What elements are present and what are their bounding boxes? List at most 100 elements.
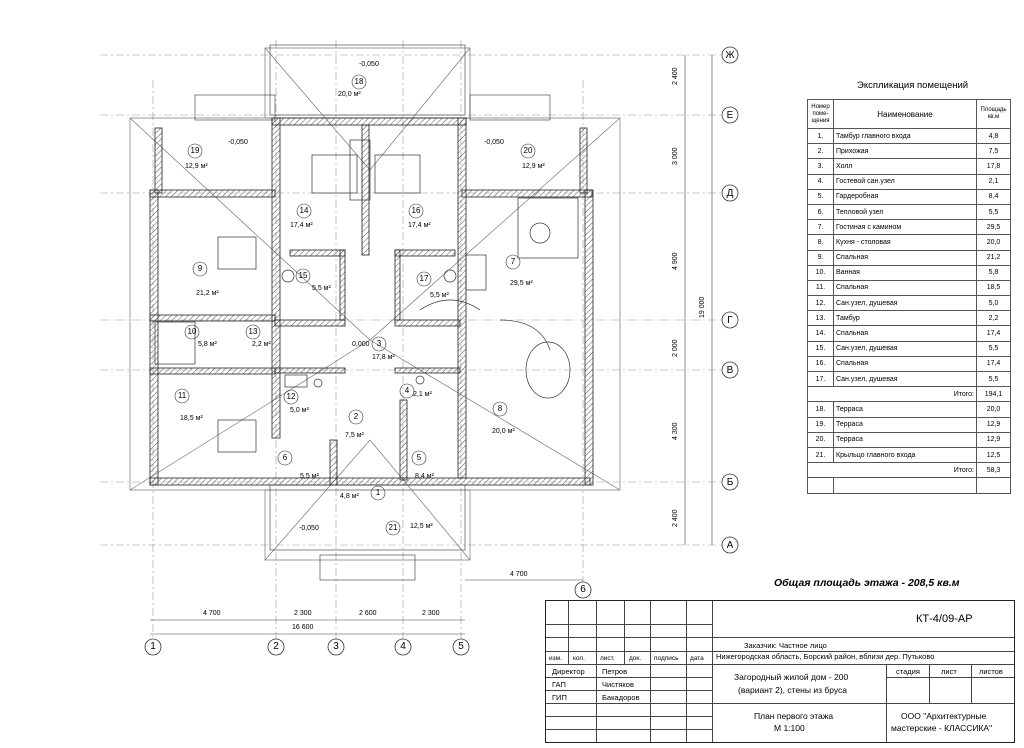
row-num: 19.	[807, 416, 834, 433]
row-area: 12,5	[976, 446, 1011, 464]
row-area: 17,4	[976, 325, 1011, 342]
room-20-level: -0,050	[484, 139, 504, 146]
room-18-num: 18	[354, 77, 364, 86]
room-8-area: 20,0 м²	[492, 428, 515, 435]
axis-label-2: 2	[273, 641, 279, 652]
row-area: 12,9	[976, 416, 1011, 433]
name-gap: Чистяков	[602, 680, 634, 689]
total-value: 58,3	[976, 462, 1011, 479]
room-9-area: 21,2 м²	[196, 290, 219, 297]
row-num: 9.	[807, 249, 834, 266]
row-name: Спальная	[833, 325, 977, 342]
room-19-level: -0,050	[228, 139, 248, 146]
table-empty-row	[807, 477, 1011, 494]
room-21-num: 21	[388, 523, 398, 532]
room-13-num: 13	[248, 327, 258, 336]
row-area: 5,0	[976, 295, 1011, 312]
row-num: 8.	[807, 234, 834, 251]
room-21-level: -0,050	[299, 525, 319, 532]
row-name: Сан.узел, душевая	[833, 295, 977, 312]
row-name: Ванная	[833, 264, 977, 281]
dim-h-1: 4 700	[203, 610, 221, 617]
room-4-num: 4	[404, 386, 410, 395]
axis-label-a: А	[726, 540, 734, 551]
room-10-area: 5,8 м²	[198, 341, 217, 348]
axis-label-g: Г	[727, 315, 733, 326]
dim-h-right: 4 700	[510, 571, 528, 578]
room-8-num: 8	[497, 404, 503, 413]
project-code: КТ-4/09-АР	[916, 613, 973, 625]
sheet-title: План первого этажа	[754, 711, 834, 721]
empty-cell	[833, 477, 977, 494]
row-name: Крыльцо главного входа	[833, 446, 977, 464]
hdr-list: лист.	[600, 655, 615, 662]
room-16-area: 17,4 м²	[408, 222, 431, 229]
room-2-area: 7,5 м²	[345, 432, 364, 439]
total-area: Общая площадь этажа - 208,5 кв.м	[774, 577, 960, 589]
row-area: 2,1	[976, 173, 1011, 190]
hdr-data: дата	[690, 655, 704, 662]
room-5-area: 8,4 м²	[415, 473, 434, 480]
axis-label-e: Е	[726, 110, 734, 121]
axis-label-1: 1	[150, 641, 156, 652]
row-name: Спальная	[833, 279, 977, 297]
role-gap: ГАП	[552, 680, 566, 689]
row-area: 5,5	[976, 370, 1011, 388]
room-20-num: 20	[523, 146, 533, 155]
room-13-area: 2,2 м²	[252, 341, 271, 348]
row-num: 10.	[807, 264, 834, 281]
row-num: 13.	[807, 310, 834, 327]
room-15-num: 15	[298, 271, 308, 280]
stamp-listov: листов	[979, 667, 1003, 676]
company-1: ООО "Архитектурные	[901, 711, 987, 721]
stamp-list: лист	[941, 667, 957, 676]
row-area: 2,2	[976, 310, 1011, 327]
room-circles	[174, 74, 536, 536]
row-num: 3.	[807, 158, 834, 175]
dim-v-4: 2 000	[672, 339, 679, 357]
room-14-area: 17,4 м²	[290, 222, 313, 229]
room-19-num: 19	[190, 146, 200, 155]
axis-label-v: В	[726, 365, 734, 376]
total-label: Итого:	[807, 386, 977, 403]
room-20-area: 12,9 м²	[522, 163, 545, 170]
row-name: Холл	[833, 158, 977, 175]
role-gip: ГИП	[552, 693, 567, 702]
project-name-1: Загородный жилой дом - 200	[734, 672, 849, 682]
row-num: 17.	[807, 370, 834, 388]
terrace-frames	[194, 44, 551, 581]
project-name-2: (вариант 2), стены из бруса	[738, 685, 847, 695]
hdr-podp: подпись	[654, 655, 679, 662]
table-total-row: Итого:194,1	[807, 386, 1011, 403]
table-header-row: Номер поме-щения Наименование Площадь кв…	[807, 99, 1011, 129]
row-num: 7.	[807, 219, 834, 236]
row-name: Спальная	[833, 355, 977, 373]
row-area: 4,8	[976, 127, 1011, 145]
room-3-area: 17,8 м²	[372, 354, 395, 361]
row-area: 7,5	[976, 143, 1011, 160]
row-name: Тепловой узел	[833, 203, 977, 221]
dim-h-4: 2 300	[422, 610, 440, 617]
row-name: Спальная	[833, 249, 977, 266]
room-3-num: 3	[376, 339, 382, 348]
row-name: Тамбур главного входа	[833, 127, 977, 145]
room-19-area: 12,9 м²	[185, 163, 208, 170]
dim-v-2: 3 000	[672, 147, 679, 165]
total-value: 194,1	[976, 386, 1011, 403]
hdr-izm: изм.	[549, 655, 562, 662]
axis-label-b: Б	[726, 477, 734, 488]
room-10-num: 10	[187, 327, 197, 336]
room-16-num: 16	[411, 206, 421, 215]
axis-label-6: 6	[580, 584, 586, 595]
room-17-area: 5,5 м²	[430, 292, 449, 299]
